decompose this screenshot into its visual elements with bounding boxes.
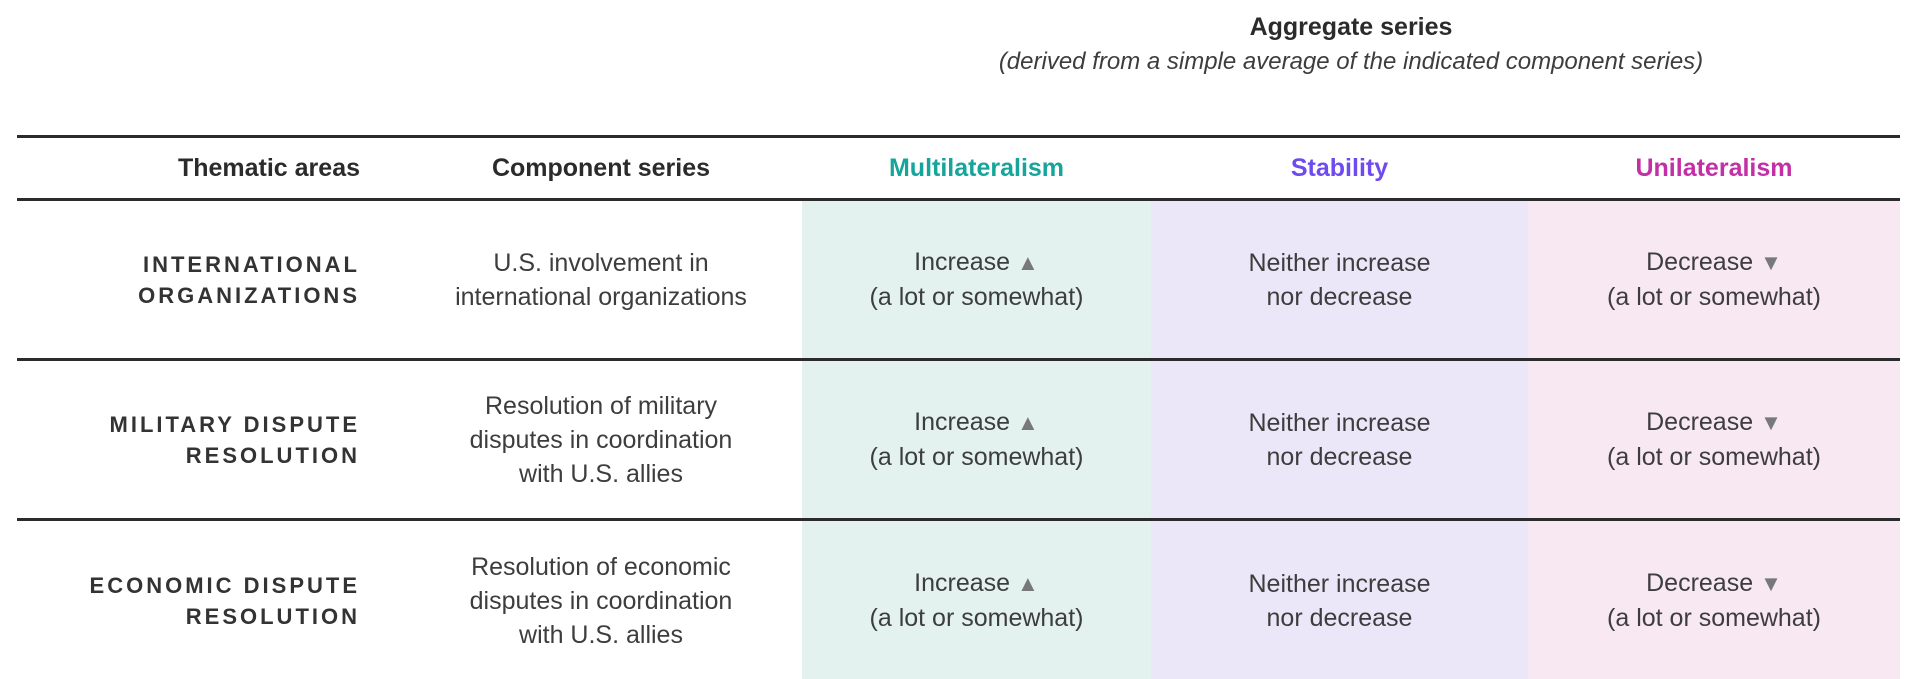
component-cell: Resolution of military disputes in coord…: [469, 391, 733, 488]
component-cell: Resolution of economic disputes in coord…: [469, 552, 733, 649]
figure-title-block: Aggregate series (derived from a simple …: [802, 12, 1900, 77]
stability-cell: Neither increase nor decrease: [1151, 201, 1528, 358]
col-header-component-series: Component series: [491, 153, 711, 182]
col-header-multilateralism: Multilateralism: [888, 153, 1065, 182]
increase-triangle-icon: ▲: [1017, 250, 1039, 275]
aggregate-qualifier: (a lot or somewhat): [869, 604, 1084, 632]
aggregate-direction-label: Decrease: [1646, 248, 1754, 276]
table-row-international-organizations: INTERNATIONAL ORGANIZATIONS U.S. involve…: [17, 201, 1900, 361]
aggregate-qualifier: (a lot or somewhat): [1607, 604, 1821, 632]
stability-cell: Neither increase nor decrease: [1151, 521, 1528, 679]
aggregate-qualifier: (a lot or somewhat): [1607, 443, 1821, 471]
aggregate-direction-label: Increase: [914, 248, 1011, 276]
decrease-triangle-icon: ▼: [1760, 410, 1782, 435]
table-row-economic-dispute-resolution: ECONOMIC DISPUTE RESOLUTION Resolution o…: [17, 521, 1900, 679]
multilateralism-cell: Increase▲ (a lot or somewhat): [802, 201, 1151, 358]
aggregate-direction-label: Neither increase nor decrease: [1248, 248, 1431, 311]
thematic-cell: INTERNATIONAL ORGANIZATIONS: [138, 251, 360, 308]
figure-title: Aggregate series: [1249, 13, 1453, 41]
aggregate-qualifier: (a lot or somewhat): [1607, 283, 1821, 311]
aggregate-direction-label: Neither increase nor decrease: [1248, 408, 1431, 471]
decrease-triangle-icon: ▼: [1760, 250, 1782, 275]
unilateralism-cell: Decrease▼ (a lot or somewhat): [1528, 201, 1900, 358]
col-header-stability: Stability: [1290, 153, 1389, 182]
table-header-row: Thematic areas Component series Multilat…: [17, 135, 1900, 201]
figure-subtitle: (derived from a simple average of the in…: [998, 48, 1704, 75]
aggregate-direction-label: Increase: [914, 569, 1011, 597]
col-header-thematic-areas: Thematic areas: [177, 153, 360, 182]
aggregate-direction-label: Increase: [914, 408, 1011, 436]
component-cell: U.S. involvement in international organi…: [455, 248, 747, 311]
stability-cell: Neither increase nor decrease: [1151, 361, 1528, 518]
thematic-cell: ECONOMIC DISPUTE RESOLUTION: [89, 572, 360, 629]
unilateralism-cell: Decrease▼ (a lot or somewhat): [1528, 521, 1900, 679]
unilateralism-cell: Decrease▼ (a lot or somewhat): [1528, 361, 1900, 518]
aggregate-direction-label: Neither increase nor decrease: [1248, 569, 1431, 632]
aggregate-qualifier: (a lot or somewhat): [869, 443, 1084, 471]
aggregate-direction-label: Decrease: [1646, 408, 1754, 436]
aggregate-qualifier: (a lot or somewhat): [869, 283, 1084, 311]
multilateralism-cell: Increase▲ (a lot or somewhat): [802, 521, 1151, 679]
multilateralism-cell: Increase▲ (a lot or somewhat): [802, 361, 1151, 518]
thematic-cell: MILITARY DISPUTE RESOLUTION: [109, 411, 360, 468]
aggregate-direction-label: Decrease: [1646, 569, 1754, 597]
aggregate-series-table: Thematic areas Component series Multilat…: [17, 135, 1900, 679]
table-row-military-dispute-resolution: MILITARY DISPUTE RESOLUTION Resolution o…: [17, 361, 1900, 521]
decrease-triangle-icon: ▼: [1760, 571, 1782, 596]
col-header-unilateralism: Unilateralism: [1635, 153, 1793, 182]
increase-triangle-icon: ▲: [1017, 571, 1039, 596]
increase-triangle-icon: ▲: [1017, 410, 1039, 435]
